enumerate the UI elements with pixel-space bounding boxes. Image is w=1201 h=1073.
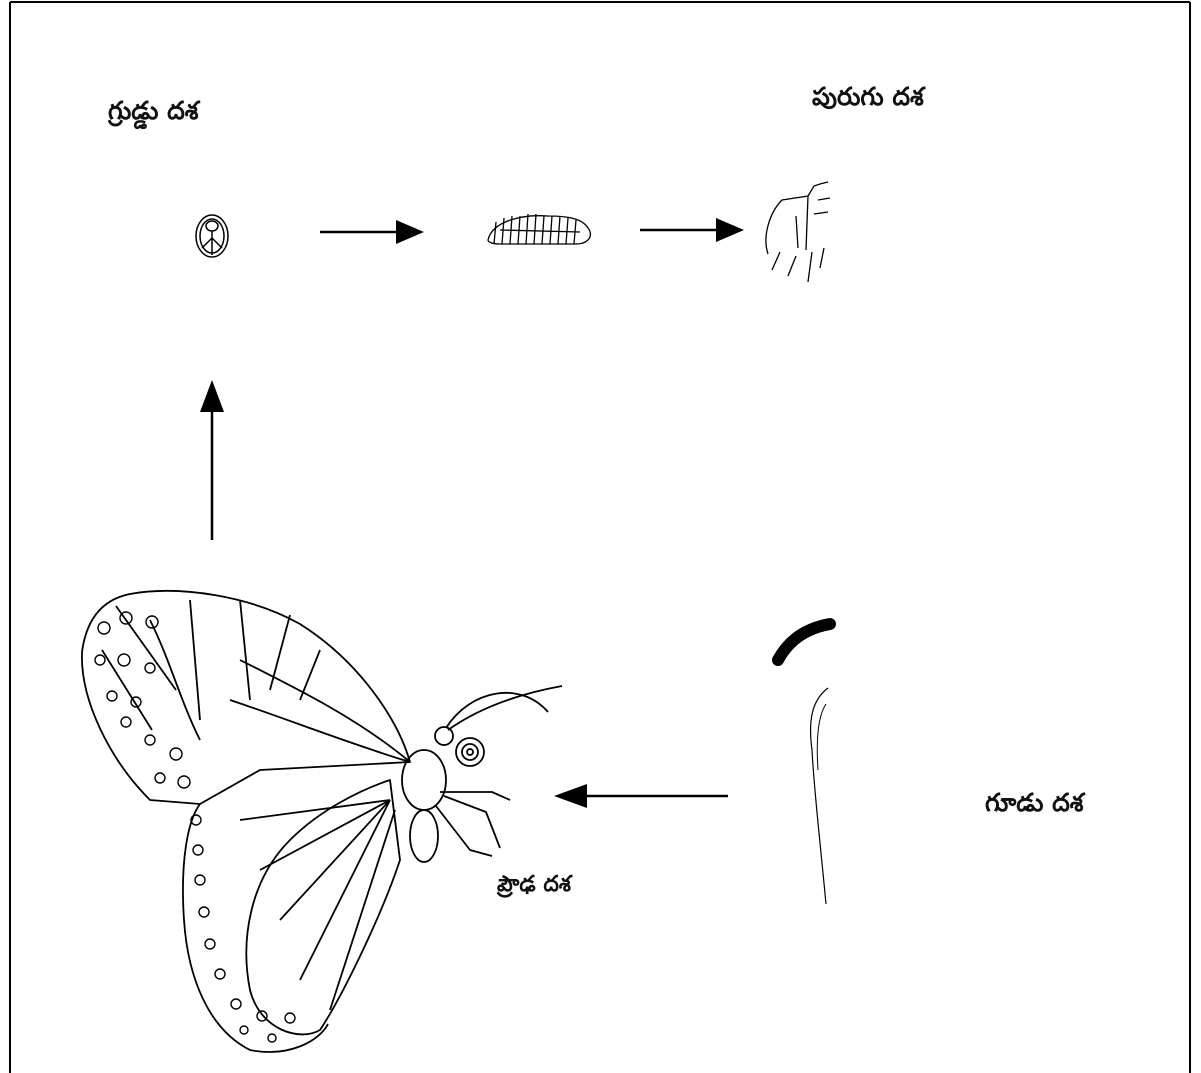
larva-drawing [488,214,590,244]
arrow-adult-to-egg [200,380,224,540]
larva-closeup-drawing [766,182,830,282]
arrow-larva-to-pupa [640,218,744,242]
butterfly-drawing [82,591,562,1052]
adult-stage-label: ప్రౌఢ దశ [497,874,571,896]
pupa-drawing [778,624,830,904]
egg-stage-label: గ్రుడ్డు దశ [108,98,198,123]
larva-stage-label: పురుగు దశ [812,84,924,109]
arrow-egg-to-larva [320,220,424,244]
arrow-pupa-to-adult [554,784,728,808]
pupa-stage-label: గూడు దశ [985,790,1084,815]
egg-drawing [196,215,228,257]
